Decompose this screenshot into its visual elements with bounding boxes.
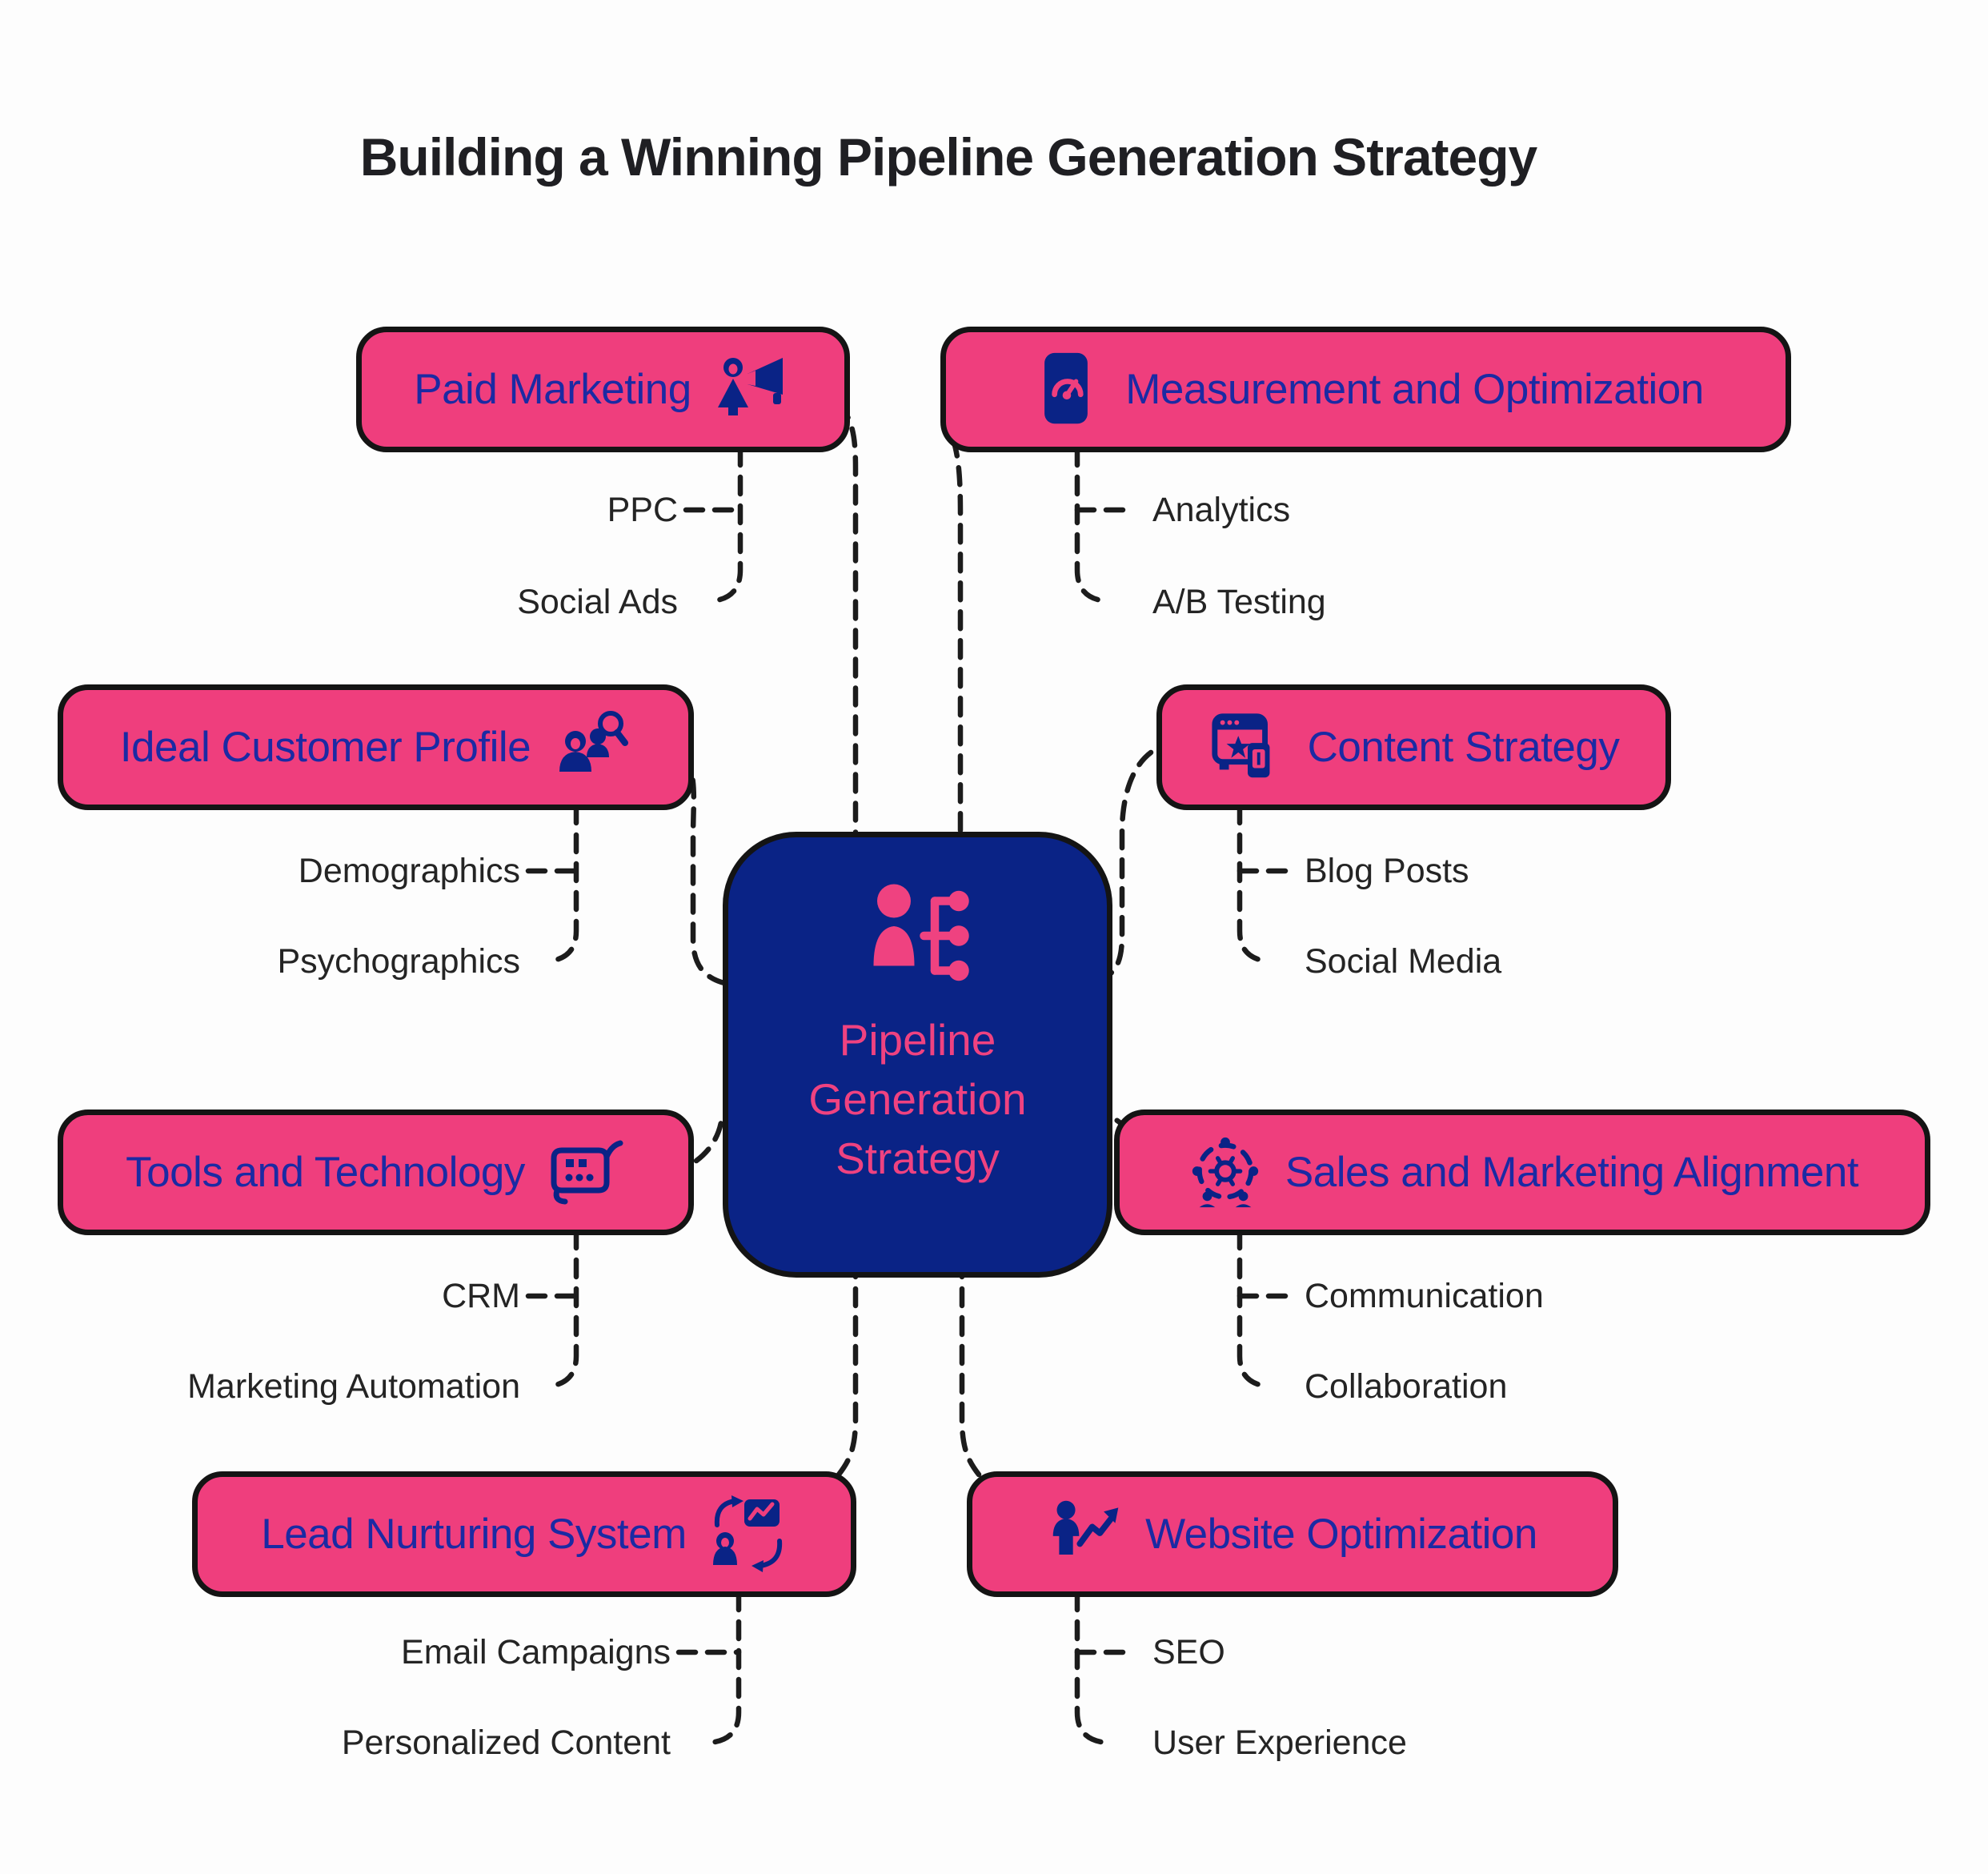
gauge-dashboard-icon [1044, 352, 1088, 423]
sub-label-blog-posts: Blog Posts [1305, 852, 1469, 890]
branch-website-optimization-trunk [1074, 1590, 1110, 1746]
connector-icp-center [679, 751, 746, 989]
node-sales-and-marketing-alignment: Sales and Marketing Alignment [1114, 1110, 1930, 1235]
team-gear-icon [1192, 1137, 1259, 1207]
person-growth-arrow-icon [1052, 1500, 1119, 1555]
branch-tools-trunk [543, 1228, 579, 1390]
node-content-strategy-label: Content Strategy [1307, 724, 1620, 771]
sub-label-social-ads: Social Ads [517, 583, 678, 621]
node-paid-marketing-label: Paid Marketing [414, 366, 691, 413]
node-paid-marketing: Paid Marketing [356, 327, 850, 452]
sub-label-social-media: Social Media [1305, 942, 1502, 981]
node-measurement-and-optimization-label: Measurement and Optimization [1125, 366, 1704, 413]
sub-label-personalized-content: Personalized Content [341, 1724, 671, 1762]
sub-label-user-experience: User Experience [1152, 1724, 1407, 1762]
sub-label-ppc: PPC [607, 491, 678, 529]
node-content-strategy: Content Strategy [1156, 684, 1671, 810]
sub-label-collaboration: Collaboration [1305, 1367, 1508, 1406]
node-ideal-customer-profile: Ideal Customer Profile [58, 684, 694, 810]
connector-measurement-center [950, 436, 964, 853]
people-magnifier-icon [559, 710, 629, 772]
sub-label-demographics: Demographics [298, 852, 520, 890]
center-node-label: Pipeline Generation Strategy [808, 1010, 1026, 1188]
branch-measurement-trunk [1074, 445, 1110, 604]
sub-label-communication: Communication [1305, 1277, 1544, 1315]
branch-lead-nurturing-trunk [706, 1590, 742, 1746]
sub-label-email-campaigns: Email Campaigns [401, 1633, 671, 1671]
sub-label-seo: SEO [1152, 1633, 1225, 1671]
person-screen-cycle-icon [712, 1495, 782, 1572]
sub-label-crm: CRM [442, 1277, 520, 1315]
sub-label-psychographics: Psychographics [277, 942, 520, 981]
sub-label-analytics: Analytics [1152, 491, 1291, 529]
branch-sales-alignment-trunk [1236, 1228, 1273, 1390]
center-line-3: Strategy [836, 1134, 1000, 1183]
tech-card-icon [551, 1140, 623, 1204]
sub-label-marketing-automation: Marketing Automation [187, 1367, 520, 1406]
node-tools-and-technology: Tools and Technology [58, 1110, 694, 1235]
center-line-1: Pipeline [839, 1015, 996, 1065]
node-lead-nurturing-system: Lead Nurturing System [192, 1471, 856, 1597]
connector-paid-marketing-center [835, 401, 859, 853]
page-title: Building a Winning Pipeline Generation S… [359, 127, 1538, 187]
center-line-2: Generation [808, 1074, 1027, 1124]
node-ideal-customer-profile-label: Ideal Customer Profile [119, 724, 531, 771]
node-website-optimization-label: Website Optimization [1145, 1511, 1537, 1558]
branch-content-strategy-trunk [1236, 803, 1273, 965]
connector-website-optimization-center [959, 1257, 982, 1478]
person-network-icon [873, 884, 969, 981]
node-measurement-and-optimization: Measurement and Optimization [940, 327, 1791, 452]
node-website-optimization: Website Optimization [967, 1471, 1618, 1597]
person-megaphone-icon [717, 357, 783, 415]
branch-paid-marketing-trunk [707, 445, 743, 604]
branch-icp-trunk [543, 803, 579, 965]
node-sales-and-marketing-alignment-label: Sales and Marketing Alignment [1285, 1149, 1859, 1196]
browser-star-phone-icon [1212, 712, 1270, 777]
sub-label-ab-testing: A/B Testing [1152, 583, 1326, 621]
center-node-pipeline-generation-strategy: Pipeline Generation Strategy [723, 832, 1112, 1278]
connector-lead-nurturing-center [836, 1257, 859, 1478]
node-tools-and-technology-label: Tools and Technology [126, 1149, 525, 1196]
node-lead-nurturing-system-label: Lead Nurturing System [261, 1511, 687, 1558]
